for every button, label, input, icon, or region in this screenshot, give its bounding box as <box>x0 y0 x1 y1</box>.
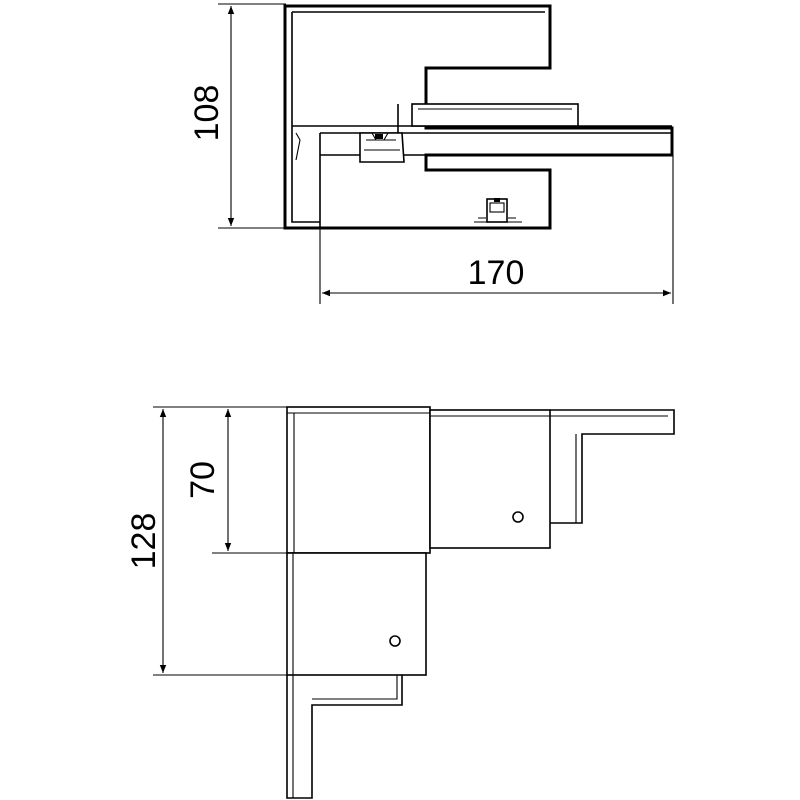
right-block <box>429 409 551 549</box>
lower-rail <box>286 675 403 799</box>
lower-block <box>286 552 427 676</box>
dimension-70: 70 <box>184 409 287 554</box>
dimension-70-label: 70 <box>184 461 222 499</box>
corner-block <box>286 406 431 554</box>
dimension-128: 128 <box>125 406 287 676</box>
housing-outline <box>283 4 674 230</box>
dimension-128-label: 128 <box>125 513 163 570</box>
wall-notch <box>295 132 301 161</box>
screw-hole-right <box>512 511 524 523</box>
top-view: 108 170 <box>188 3 674 304</box>
housing-top-flange <box>285 5 545 13</box>
bottom-view: 128 70 <box>125 406 675 799</box>
rail-outline <box>292 125 672 228</box>
dimension-108-label: 108 <box>188 85 226 142</box>
dimension-170-label: 170 <box>468 254 525 292</box>
dimension-108: 108 <box>188 3 286 229</box>
dimension-170: 170 <box>319 155 674 304</box>
screw-hole-lower <box>389 635 401 647</box>
clamp-icon <box>359 132 405 163</box>
cover-plate <box>411 103 579 127</box>
fastener-icon <box>474 198 522 223</box>
right-rail <box>550 409 675 524</box>
housing-inner-wall <box>291 12 320 223</box>
